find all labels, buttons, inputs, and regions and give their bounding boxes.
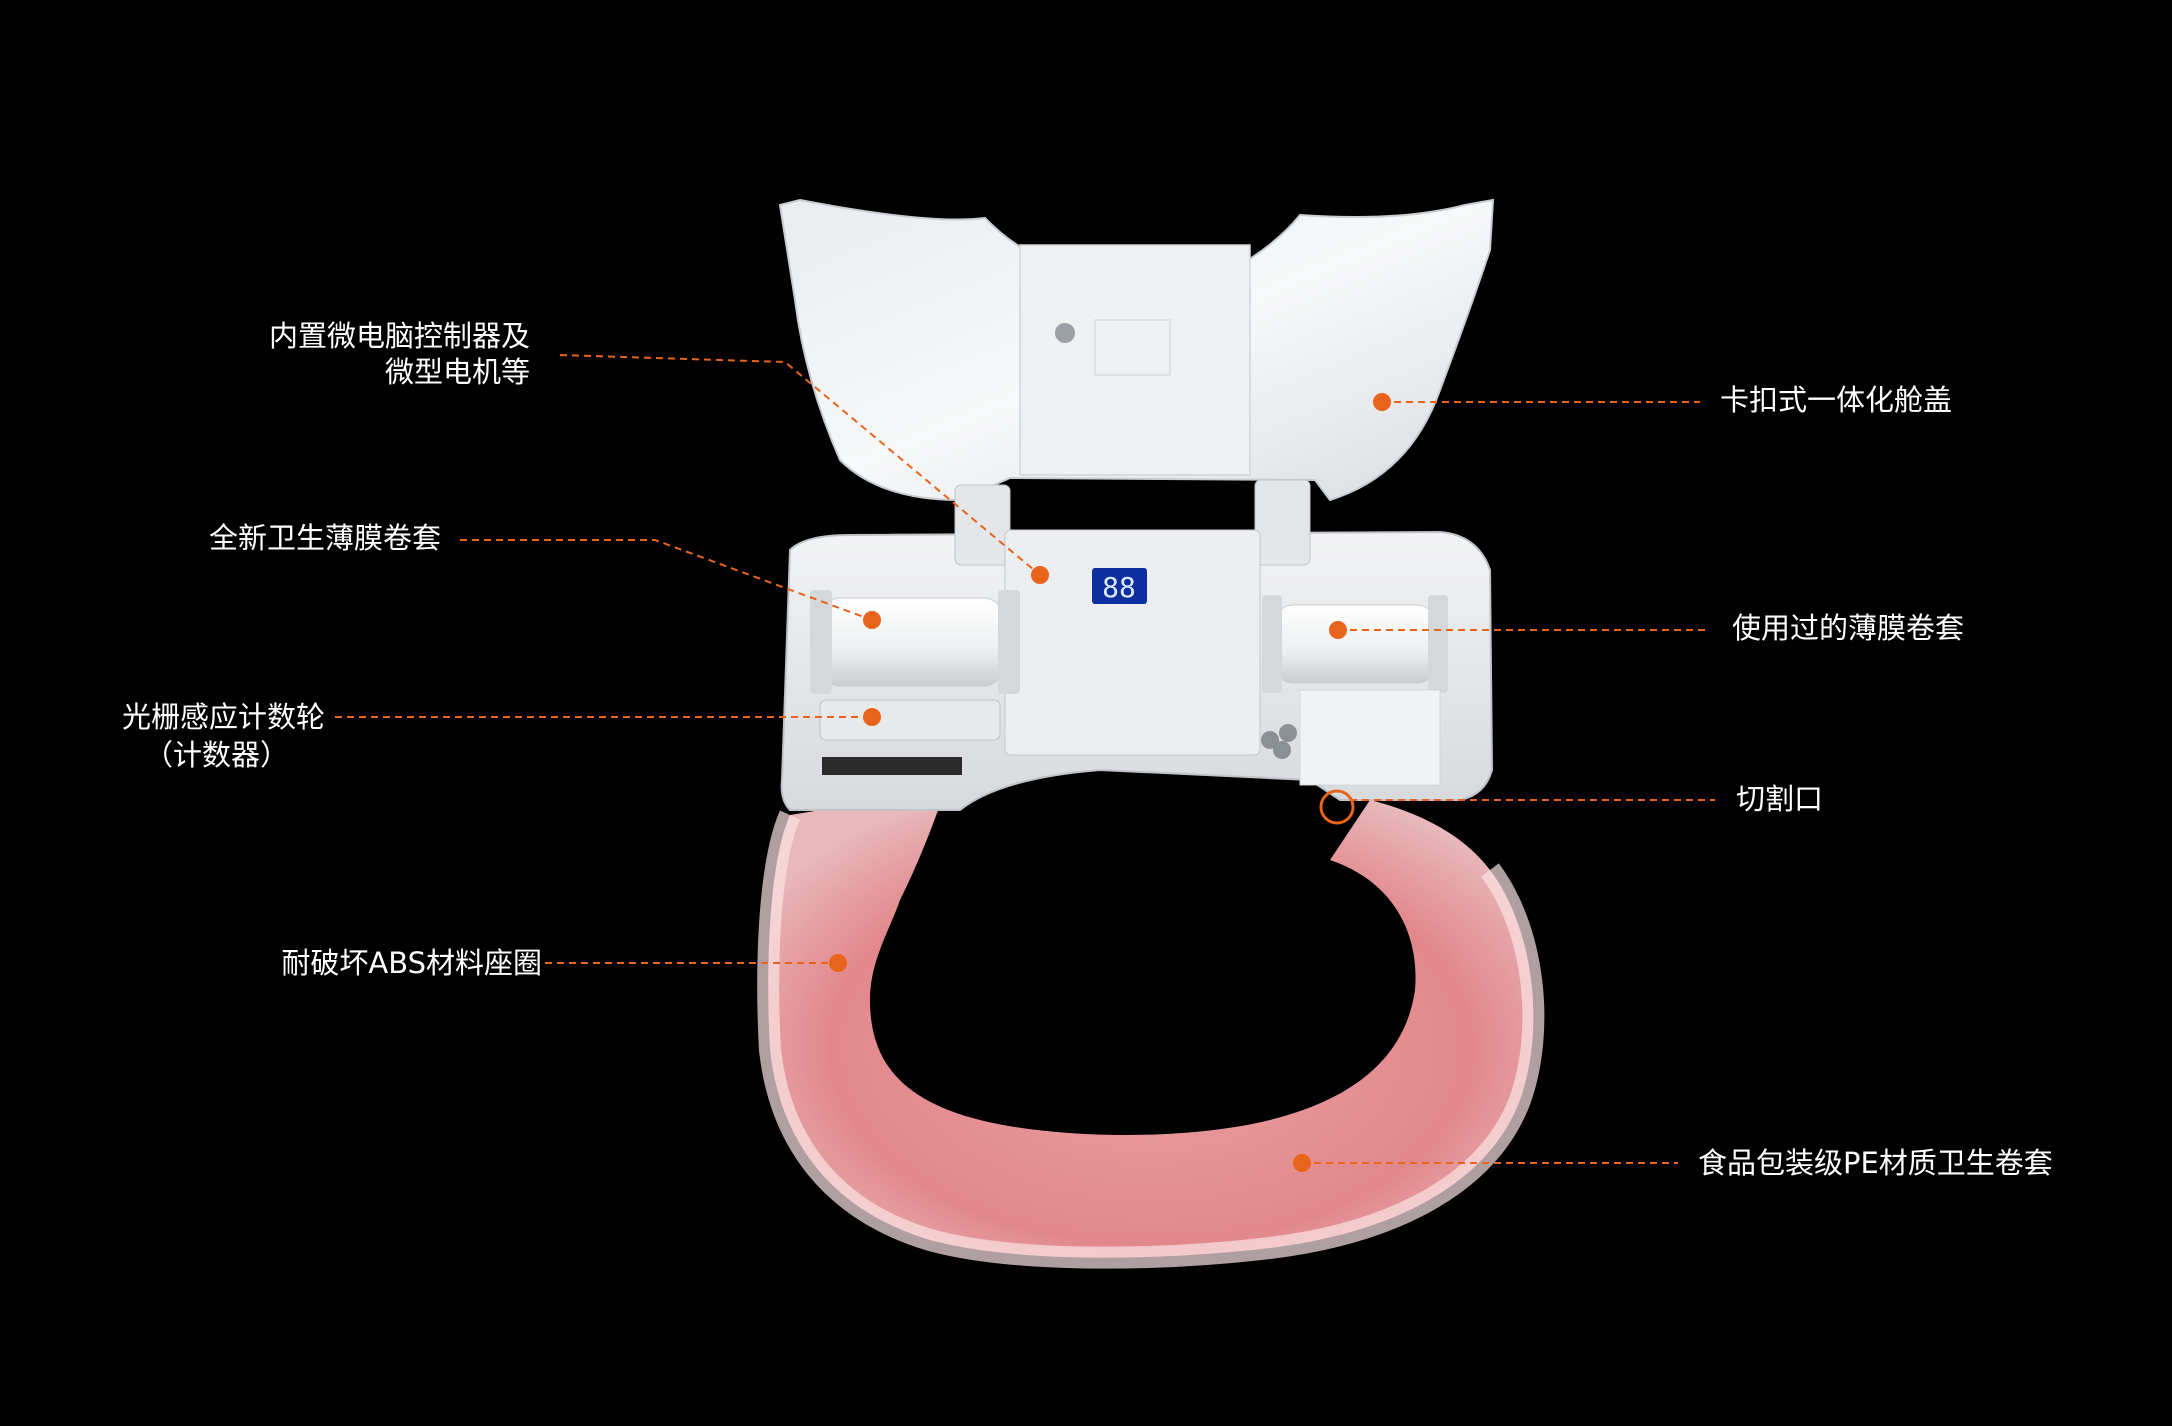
cut-opening-marker bbox=[1319, 789, 1355, 825]
label-seat-ring: 耐破坏ABS材料座圈 bbox=[281, 946, 542, 980]
display-readout: 88 bbox=[1102, 571, 1136, 604]
counter-wheel bbox=[819, 699, 1001, 741]
seat-ring bbox=[768, 790, 1534, 1258]
controller-box bbox=[1004, 529, 1261, 756]
label-controller-line1: 内置微电脑控制器及 bbox=[268, 319, 530, 353]
label-used-film: 使用过的薄膜卷套 bbox=[1732, 611, 1965, 645]
label-cover: 卡扣式一体化舱盖 bbox=[1720, 383, 1953, 417]
label-new-film: 全新卫生薄膜卷套 bbox=[208, 521, 441, 555]
callout-dots bbox=[829, 393, 1391, 1172]
lid-center-panel bbox=[1019, 244, 1251, 476]
digital-display bbox=[1092, 568, 1147, 604]
callout-lines bbox=[335, 354, 1715, 1164]
used-film-roll bbox=[1274, 604, 1436, 684]
label-counter-line1: 光栅感应计数轮 bbox=[121, 700, 325, 734]
label-cut-opening: 切割口 bbox=[1736, 782, 1824, 816]
lid-screw bbox=[1055, 323, 1075, 343]
label-counter-line2: （计数器） bbox=[143, 738, 289, 772]
label-controller-line2: 微型电机等 bbox=[384, 355, 530, 389]
label-pe-sleeve: 食品包装级PE材质卫生卷套 bbox=[1698, 1146, 2053, 1180]
seat-ring-highlight bbox=[757, 810, 1545, 1269]
